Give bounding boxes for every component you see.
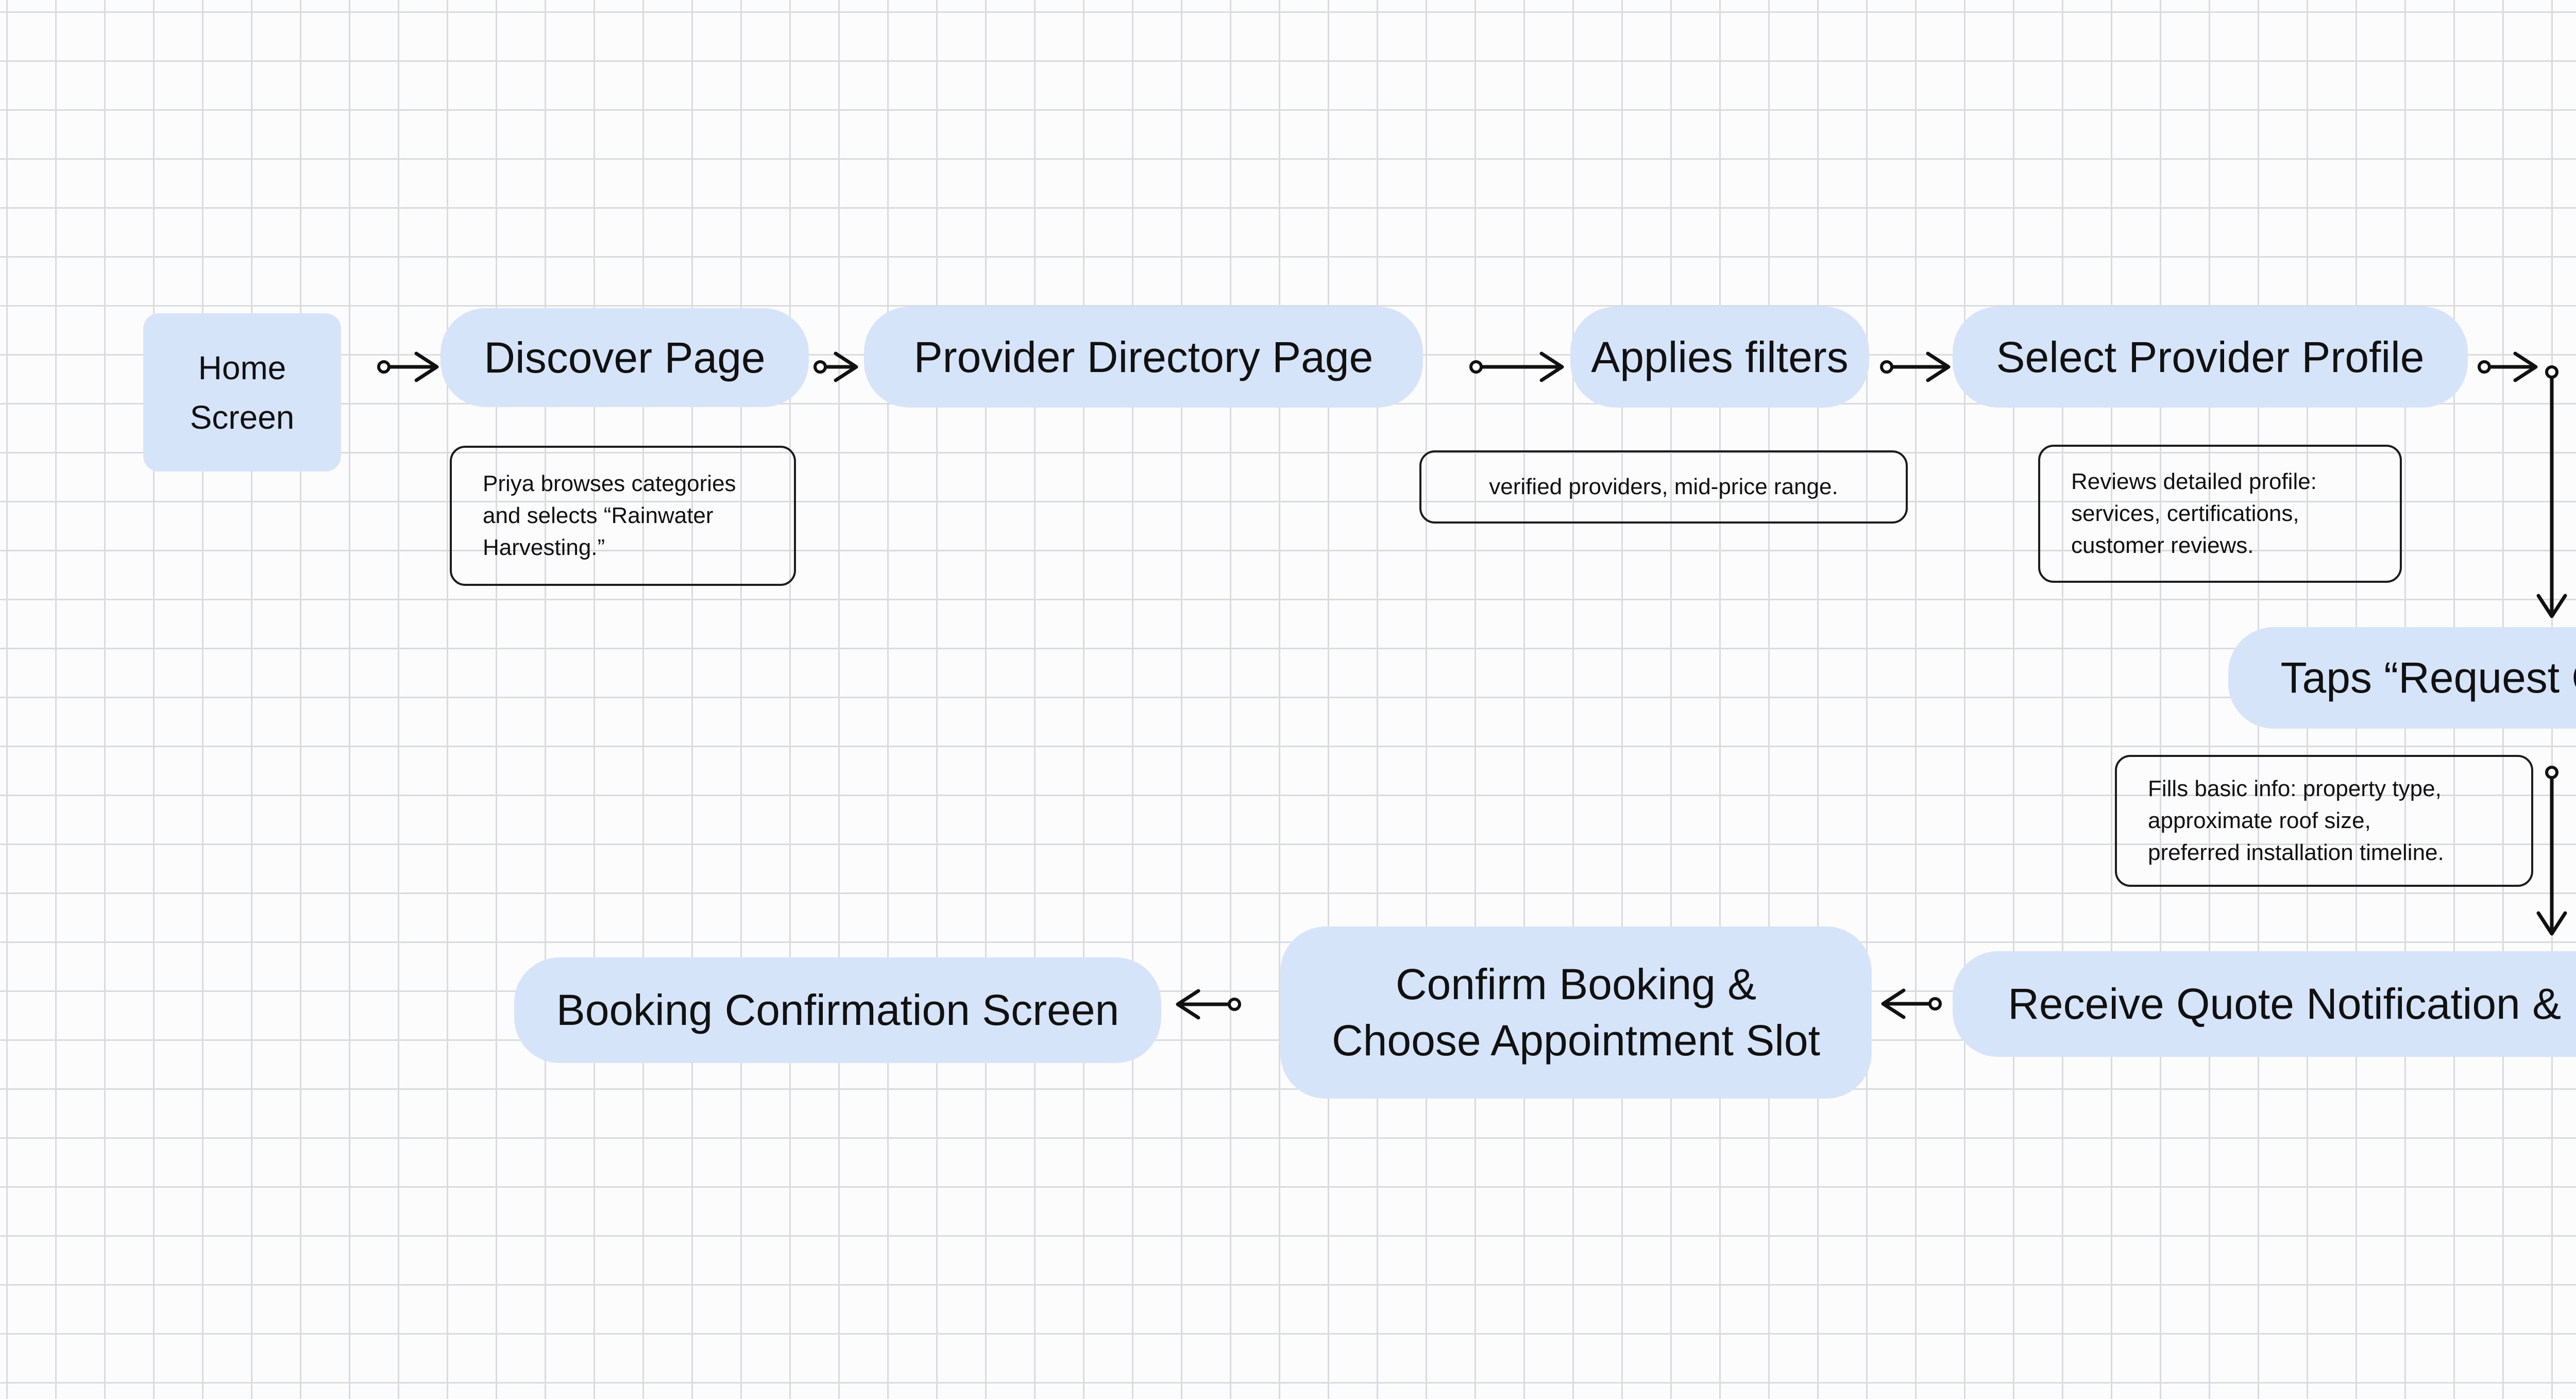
node-label: Provider Directory Page [913, 332, 1374, 381]
node-label: Booking Confirmation Screen [556, 986, 1120, 1034]
node-confirm-booking[interactable]: Confirm Booking & Choose Appointment Slo… [1280, 926, 1872, 1099]
node-label-line: Home [198, 349, 286, 386]
note-line: customer reviews. [2071, 533, 2254, 558]
note-quote-annotation[interactable]: Fills basic info: property type, approxi… [2115, 755, 2533, 887]
node-label: Select Provider Profile [1996, 332, 2425, 381]
note-line: services, certifications, [2071, 501, 2299, 526]
note-discover-annotation[interactable]: Priya browses categories and selects “Ra… [450, 446, 796, 586]
node-booking-confirmation-screen[interactable]: Booking Confirmation Screen [514, 957, 1161, 1063]
node-taps-request-quote[interactable]: Taps “Request Quote” button. [2228, 627, 2576, 729]
node-select-provider-profile[interactable]: Select Provider Profile [1953, 307, 2468, 408]
note-line: Reviews detailed profile: [2071, 469, 2317, 494]
node-receive-quote-notification[interactable]: Receive Quote Notification & In-App Chat [1953, 951, 2576, 1057]
node-label-line: Confirm Booking & [1395, 959, 1757, 1008]
note-line: approximate roof size, [2148, 808, 2371, 833]
note-line: preferred installation timeline. [2148, 840, 2444, 865]
node-provider-directory-page[interactable]: Provider Directory Page [864, 307, 1423, 408]
node-label: Receive Quote Notification & In-App Chat [2008, 980, 2576, 1028]
note-line: verified providers, mid-price range. [1489, 474, 1838, 499]
note-profile-annotation[interactable]: Reviews detailed profile: services, cert… [2038, 445, 2402, 583]
node-label-line: Choose Appointment Slot [1332, 1016, 1820, 1065]
node-applies-filters[interactable]: Applies filters [1570, 307, 1869, 408]
note-filters-annotation[interactable]: verified providers, mid-price range. [1419, 450, 1908, 524]
node-label: Taps “Request Quote” button. [2280, 653, 2576, 702]
note-line: Priya browses categories [483, 471, 736, 496]
node-label: Discover Page [484, 333, 766, 382]
node-discover-page[interactable]: Discover Page [440, 308, 809, 407]
note-line: Harvesting.” [483, 535, 605, 560]
node-label: Applies filters [1591, 332, 1849, 381]
note-line: Fills basic info: property type, [2148, 776, 2442, 801]
node-label-line: Screen [190, 398, 295, 436]
note-line: and selects “Rainwater [483, 503, 714, 528]
node-home-screen[interactable]: Home Screen [143, 313, 341, 471]
